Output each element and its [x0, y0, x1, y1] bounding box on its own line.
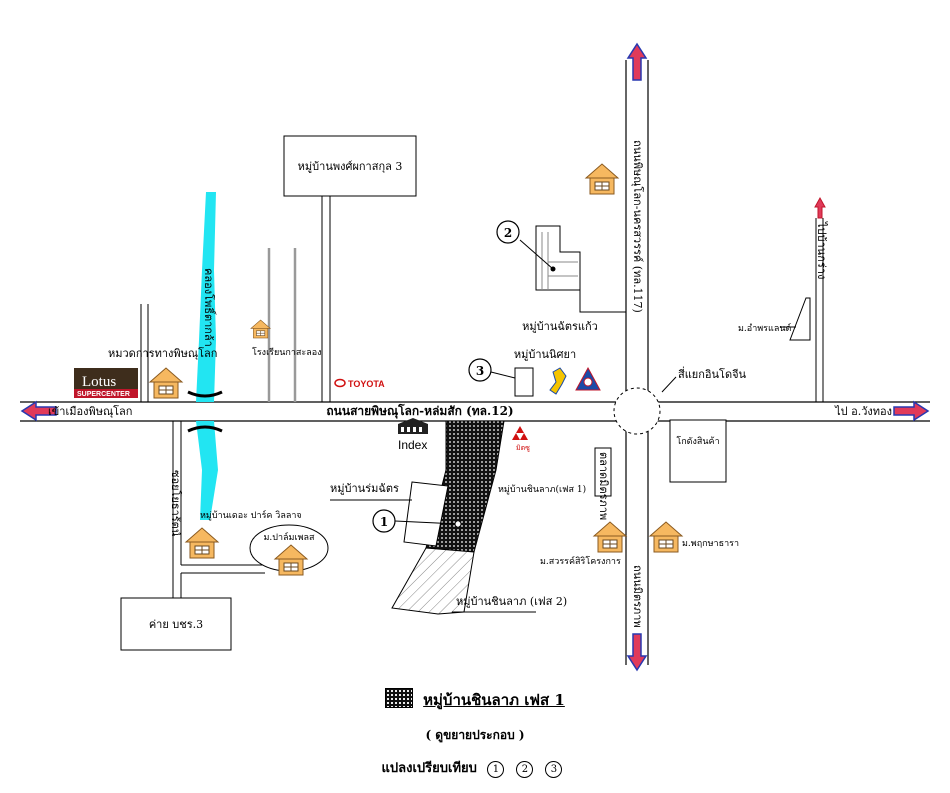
mitsubishi-label: มิตซู: [516, 444, 530, 452]
toyota-label: TOYOTA: [348, 379, 385, 389]
bridge-south: [187, 425, 223, 433]
market: [594, 447, 612, 497]
legend-title-text: หมู่บ้านชินลาภ เฟส 1: [423, 691, 565, 709]
camp-label: ค่าย บชร.3: [149, 618, 203, 631]
amporn-land-plot: [789, 297, 811, 341]
south-road-label: ถนนมิตรภาพ: [631, 565, 644, 628]
romchat-label: หมู่บ้านร่มฉัตร: [330, 482, 399, 495]
north-road-label: ถนนพิษณุโลก-นครสวรรค์ (ทล.117): [631, 140, 645, 313]
palm-place-label: ม.ปาล์มเพลส: [263, 531, 315, 543]
intersection-circle: [613, 387, 661, 435]
lotus-name: Lotus: [82, 374, 116, 390]
marker-3[interactable]: 3: [468, 358, 516, 382]
school-label: โรงเรียนกาสะลอง: [252, 347, 322, 358]
canal-south: [196, 421, 218, 520]
marker-1[interactable]: 1: [372, 509, 461, 533]
arrow-north-icon: [626, 42, 648, 81]
camp-box: [120, 597, 232, 651]
arrow-west-icon: [20, 400, 57, 422]
legend-compare-1: 1: [487, 761, 505, 778]
main-road-label: ถนนสายพิษณุโลก-หล่มสัก (ทล.12): [326, 403, 513, 419]
highway-office-house-icon: [149, 367, 183, 399]
mitsubishi-logo: มิตซู: [512, 426, 530, 452]
canal: [196, 192, 216, 402]
suthara-house-icon: [649, 521, 683, 553]
pongpakasakul-sign: [283, 135, 417, 197]
north-south-highway: [625, 60, 649, 665]
the-park-house-icon: [185, 527, 219, 559]
legend-title: หมู่บ้านชินลาภ เฟส 1: [0, 688, 950, 712]
east-branch-label: ไปบ้านกร่าง: [815, 221, 828, 279]
legend-compare-2: 2: [516, 761, 534, 778]
canal-label: คลองโพธิ์ตากล้า: [202, 268, 217, 347]
legend-subtitle: ( ดูขยายประกอบ ): [425, 728, 525, 742]
index-label: Index: [398, 438, 427, 452]
pongpakasakul-label: หมู่บ้านพงศ์ผกาสกุล 3: [298, 160, 403, 173]
phase1-swatch-icon: [385, 688, 414, 708]
svg-text:2: 2: [504, 226, 512, 240]
north-house-icon: [585, 163, 619, 195]
niyada-label: หมู่บ้านนิศยา: [514, 348, 576, 361]
market-label: ตลาดมิตรภาพ: [597, 452, 610, 520]
niyada-plot: [514, 367, 534, 397]
chinlap-phase2-label: หมู่บ้านชินลาภ (เฟส 2): [456, 595, 567, 608]
warehouse-label: โกดังสินค้า: [676, 436, 719, 447]
sawan-house-icon: [593, 521, 627, 553]
the-park-label: หมู่บ้านเดอะ ปาร์ค วิลลาจ: [200, 509, 302, 521]
temple-logo-icon: [549, 367, 567, 395]
legend-compare-label: แปลงเปรียบเทียบ: [381, 761, 477, 776]
arrow-east-icon: [893, 400, 930, 422]
chattrakaew-label: หมู่บ้านฉัตรแก้ว: [522, 320, 598, 333]
east-end-label: ไป อ.วังทอง: [834, 405, 892, 418]
arrow-branch-icon: [814, 196, 826, 219]
warehouse: [669, 419, 727, 483]
toyota-logo: TOYOTA: [334, 378, 385, 389]
bridge-north: [187, 390, 223, 398]
marker-2[interactable]: 2: [496, 220, 520, 244]
amporn-label: ม.อำพรแลนด์: [738, 322, 791, 334]
index-building-icon: [398, 418, 428, 434]
chinlap-phase1-label: หมู่บ้านชินลาภ(เฟส 1): [498, 484, 586, 495]
sawan-label: ม.สวรรค์สิริโครงการ: [540, 555, 621, 567]
side-lane-label: ซอยโยธารัตน์: [169, 470, 183, 537]
arrow-south-icon: [626, 633, 648, 672]
svg-text:3: 3: [476, 364, 484, 378]
suthara-label: ม.พฤกษาธารา: [682, 539, 739, 549]
svg-text:1: 1: [380, 515, 388, 529]
chattrakaew-plot: [519, 225, 626, 313]
lotus-logo: Lotus SUPERCENTER: [74, 368, 138, 398]
bank-logo-icon: [575, 366, 601, 391]
school-house-icon: [250, 319, 271, 339]
highway-office-label: หมวดการทางพิษณุโลก: [108, 346, 217, 360]
lotus-sub: SUPERCENTER: [77, 391, 130, 398]
chinlap-phase2-plot: [391, 547, 475, 615]
west-end-label: เข้าเมืองพิษณุโลก: [48, 404, 132, 418]
legend-compare-3: 3: [545, 761, 563, 778]
intersection-label: สี่แยกอินโดจีน: [678, 366, 747, 381]
